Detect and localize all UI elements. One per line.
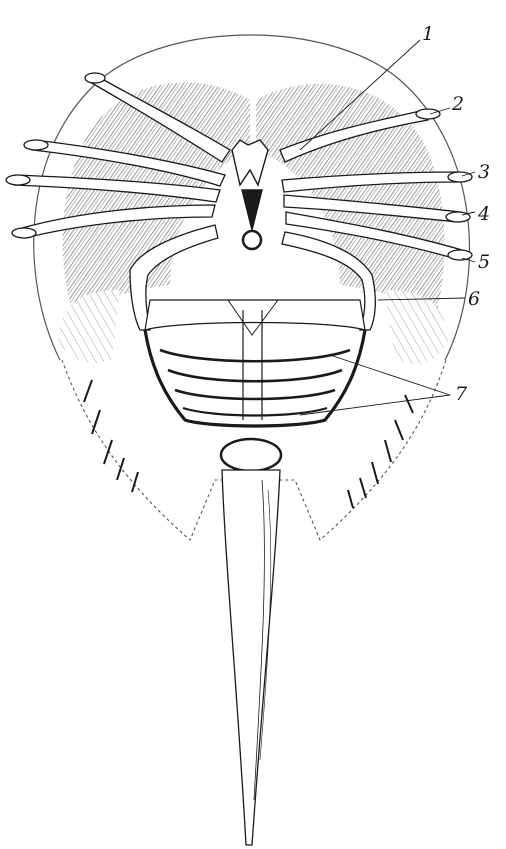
callout-label-3: 3 — [478, 161, 490, 183]
mouth-region — [232, 140, 268, 249]
callout-label-1: 1 — [422, 23, 434, 45]
left-lower-shading — [58, 290, 120, 363]
telson — [221, 439, 281, 845]
callout-label-4: 4 — [477, 203, 490, 225]
callout-label-5: 5 — [478, 251, 490, 273]
left-marginal-spines — [84, 380, 138, 492]
right-marginal-spines — [348, 395, 413, 508]
gill-plates — [145, 300, 365, 426]
callout-label-7: 7 — [455, 383, 468, 405]
callout-label-2: 2 — [451, 93, 464, 115]
callout-label-6: 6 — [468, 288, 480, 310]
